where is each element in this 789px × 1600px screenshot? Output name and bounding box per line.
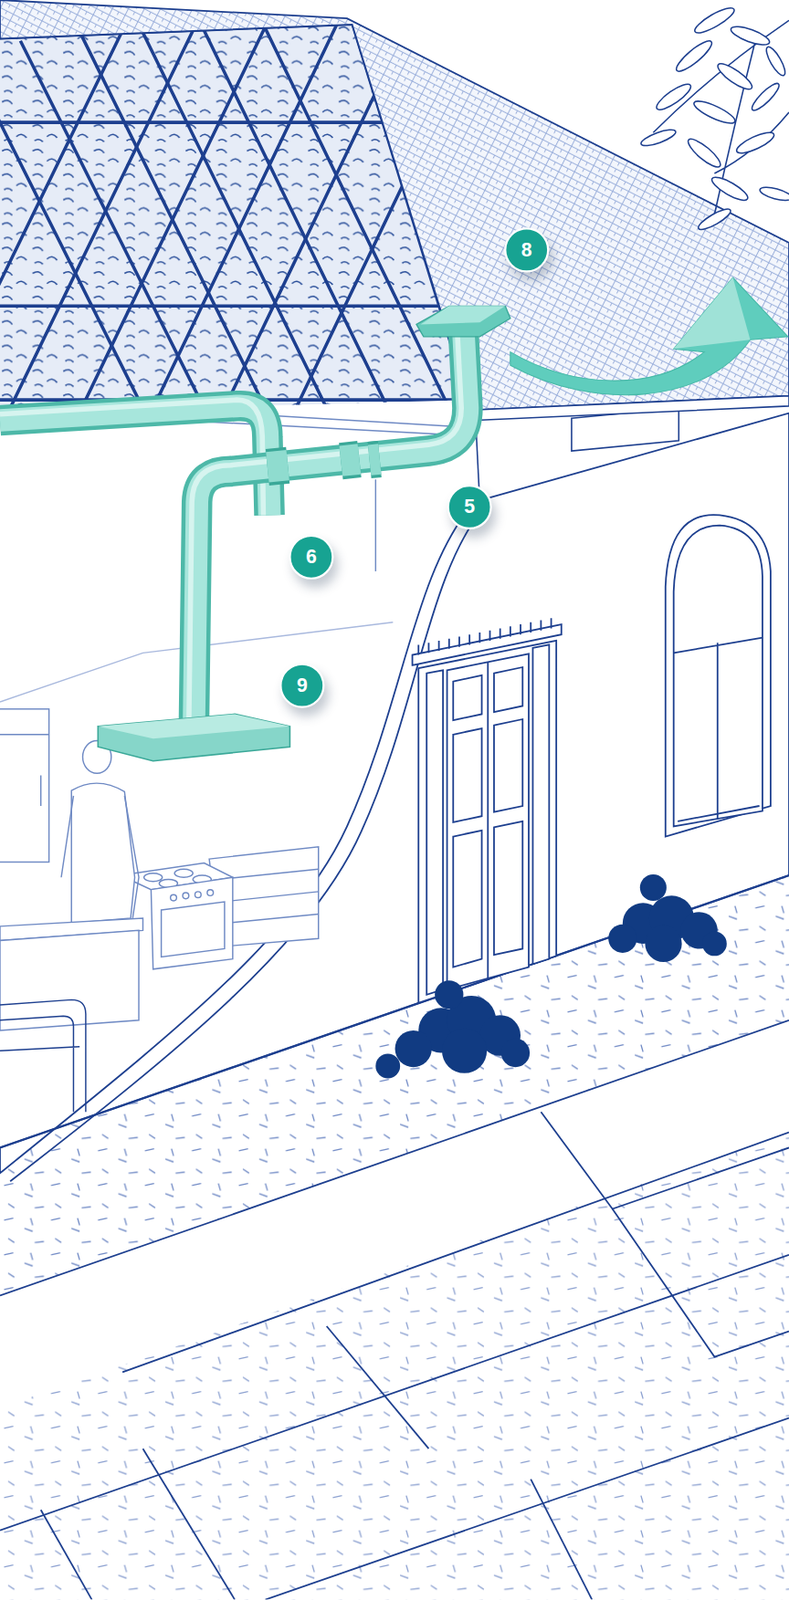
front-door xyxy=(412,624,562,666)
airflow-arrow xyxy=(673,277,751,349)
kitchen-interior xyxy=(207,890,214,897)
tree-foliage xyxy=(639,126,678,149)
front-door xyxy=(418,618,551,655)
arched-window xyxy=(665,515,771,837)
shrub xyxy=(501,1039,530,1068)
front-door xyxy=(486,662,489,979)
shrub xyxy=(608,925,637,954)
kitchen-interior xyxy=(194,892,201,899)
tree-foliage xyxy=(763,44,789,79)
paving-slabs xyxy=(0,1255,789,1532)
tree-foliage xyxy=(673,37,716,76)
front-door xyxy=(452,821,523,968)
paving-slabs xyxy=(265,1419,789,1600)
exhaust-duct xyxy=(267,459,380,468)
shrub xyxy=(644,925,682,963)
shrub xyxy=(375,1054,400,1080)
kitchen-interior xyxy=(0,410,454,1113)
shingled-roof xyxy=(471,396,789,421)
tree-foliage xyxy=(734,128,777,158)
exhaust-duct xyxy=(97,714,290,739)
arched-window xyxy=(673,638,763,821)
kitchen-interior xyxy=(375,479,377,572)
paving-slabs xyxy=(41,1510,93,1600)
tree-foliage xyxy=(653,80,695,115)
shrub xyxy=(640,874,667,902)
exterior-wall xyxy=(0,408,789,1182)
exhaust-duct xyxy=(189,331,462,727)
front-door xyxy=(452,667,523,721)
paving-slabs xyxy=(326,1326,430,1450)
tree-foliage xyxy=(695,205,733,233)
callout-number: 9 xyxy=(279,663,325,709)
tree-foliage xyxy=(708,173,750,205)
shrub xyxy=(395,1030,432,1068)
kitchen-interior xyxy=(0,930,139,1031)
exhaust-duct xyxy=(193,331,468,727)
shrub xyxy=(375,874,726,1080)
paving-slabs xyxy=(612,1209,789,1358)
tree-foliage xyxy=(728,22,772,49)
paving-slabs xyxy=(0,1020,789,1297)
tree-foliage xyxy=(758,184,789,203)
roof-vent xyxy=(420,305,506,325)
roof-vent xyxy=(416,305,511,337)
arched-window xyxy=(677,806,759,822)
exhaust-duct xyxy=(97,714,290,761)
exterior-wall xyxy=(10,502,488,1182)
exterior-wall xyxy=(0,413,789,1175)
front-door xyxy=(452,719,523,823)
shrub xyxy=(434,980,463,1010)
shrub xyxy=(441,1029,487,1074)
callout-number: 6 xyxy=(288,535,334,580)
front-door xyxy=(426,670,443,995)
roof-vent xyxy=(416,305,511,337)
callout-number: 5 xyxy=(447,484,493,530)
paving-slabs xyxy=(530,1480,592,1600)
front-door xyxy=(418,641,557,1004)
kitchen-interior xyxy=(0,709,50,863)
exhaust-duct xyxy=(0,331,468,762)
tree-foliage xyxy=(684,135,725,171)
arched-window xyxy=(673,526,763,828)
airflow-arrow xyxy=(510,277,789,396)
paving-slabs xyxy=(142,1449,235,1600)
front-door xyxy=(532,644,549,965)
front-door xyxy=(412,618,562,1003)
tree-foliage xyxy=(652,20,789,214)
paving-slabs xyxy=(540,1112,789,1210)
kitchen-interior xyxy=(182,893,190,900)
kitchen-interior xyxy=(170,894,178,902)
tree-foliage xyxy=(692,3,737,37)
kitchen-interior xyxy=(174,869,193,878)
shrub xyxy=(702,931,727,957)
kitchen-interior xyxy=(161,902,225,958)
kitchen-interior xyxy=(219,869,318,924)
airflow-arrow xyxy=(510,277,789,396)
arched-window xyxy=(665,515,771,837)
exhaust-duct xyxy=(193,331,468,727)
kitchen-interior xyxy=(61,796,139,919)
tree-foliage xyxy=(715,60,756,95)
kitchen-interior xyxy=(0,735,50,807)
shingled-roof xyxy=(0,0,789,411)
paving-slabs xyxy=(122,1133,789,1374)
tree-foliage xyxy=(748,80,782,114)
front-door xyxy=(447,653,529,990)
tree-foliage xyxy=(639,3,789,233)
tree-foliage xyxy=(691,96,737,127)
kitchen-interior xyxy=(0,999,86,1113)
kitchen-interior xyxy=(71,783,135,924)
kitchen-interior xyxy=(144,873,163,883)
exhaust-duct xyxy=(267,459,380,468)
callout-number: 8 xyxy=(504,227,549,273)
grass-area xyxy=(0,1133,789,1600)
kitchen-interior xyxy=(150,877,232,970)
